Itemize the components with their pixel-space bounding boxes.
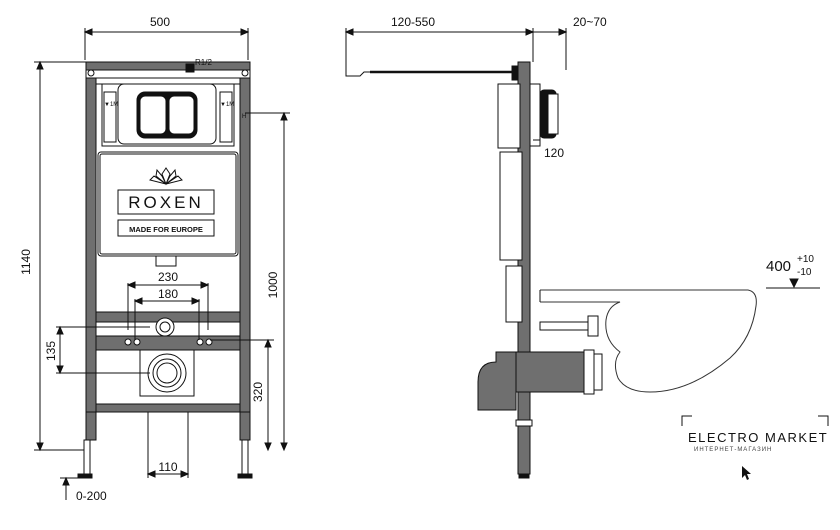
valve-left-label: ▼1M	[104, 102, 118, 108]
dim-height-1000: 1000	[266, 271, 280, 298]
dim-flush-range: 20~70	[573, 15, 607, 29]
dim-leg-range: 0-200	[76, 489, 107, 503]
logo-brand: ROXEN	[128, 193, 203, 212]
logo-tagline: MADE FOR EUROPE	[129, 225, 203, 234]
dim-height-total: 1140	[19, 249, 33, 275]
side-view	[344, 28, 820, 479]
watermark-frame	[681, 415, 829, 426]
dim-height-135: 135	[44, 341, 58, 361]
dim-depth-120: 120	[544, 146, 564, 160]
dim-seat-tol-plus: +10	[797, 254, 814, 265]
front-view	[34, 28, 290, 500]
dim-width-top: 500	[150, 15, 170, 29]
dim-seat-height: 400	[766, 258, 791, 275]
cursor-icon	[742, 466, 751, 480]
dim-depth-range: 120-550	[391, 15, 435, 29]
dim-inlet: R1/2	[195, 58, 212, 67]
watermark: ELECTRO MARKET ИНТЕРНЕТ-МАГАЗИН	[680, 414, 830, 468]
dim-seat-tol-minus: -10	[797, 267, 812, 278]
dim-width-110: 110	[158, 460, 177, 474]
valve-h-label: H	[242, 114, 246, 120]
dim-width-180: 180	[158, 287, 178, 301]
dim-width-230: 230	[158, 270, 178, 284]
watermark-title: ELECTRO MARKET	[688, 430, 829, 445]
valve-right-label: ▼1M	[220, 102, 234, 108]
dim-height-320: 320	[251, 382, 265, 402]
watermark-subtitle: ИНТЕРНЕТ-МАГАЗИН	[694, 447, 773, 453]
